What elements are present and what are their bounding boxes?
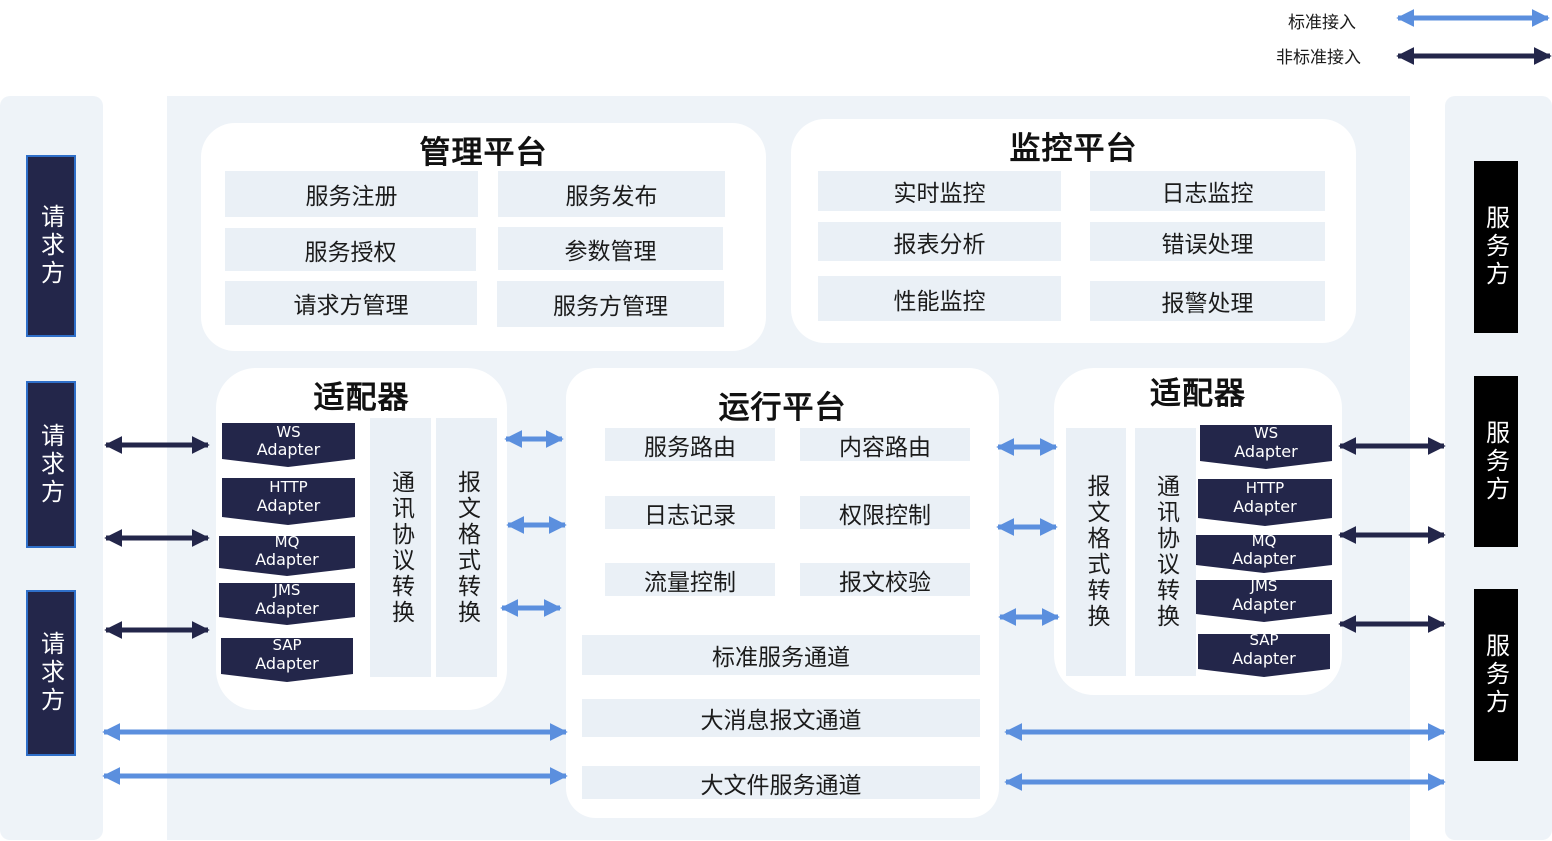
adapter-right-http[interactable]: HTTP Adapter bbox=[1198, 479, 1332, 526]
runtime-channel-large-file[interactable]: 大文件服务通道 bbox=[582, 766, 980, 799]
management-platform-title: 管理平台 bbox=[419, 135, 548, 171]
adapter-right-jms-line2: Adapter bbox=[1232, 595, 1296, 614]
monitoring-item-performance[interactable]: 性能监控 bbox=[818, 276, 1061, 321]
management-item-requesters[interactable]: 请求方管理 bbox=[225, 281, 477, 325]
adapter-left-sap-line2: Adapter bbox=[255, 654, 319, 673]
adapter-left-protocol-conversion[interactable]: 通讯协议转换 bbox=[370, 418, 431, 677]
adapter-left-mq-line2: Adapter bbox=[255, 550, 319, 569]
provider-box-3[interactable]: 服务方 bbox=[1474, 589, 1518, 761]
adapter-left-format-conversion[interactable]: 报文格式转换 bbox=[436, 418, 497, 677]
management-item-params[interactable]: 参数管理 bbox=[498, 227, 723, 270]
adapter-left-http[interactable]: HTTP Adapter bbox=[222, 478, 355, 525]
adapter-right-mq-line2: Adapter bbox=[1232, 549, 1296, 568]
adapter-left-sap[interactable]: SAP Adapter bbox=[221, 636, 353, 682]
adapter-left-ws[interactable]: WS Adapter bbox=[222, 423, 355, 467]
monitoring-item-report[interactable]: 报表分析 bbox=[818, 222, 1061, 261]
adapter-right-http-line2: Adapter bbox=[1233, 497, 1297, 516]
runtime-item-service-routing[interactable]: 服务路由 bbox=[605, 428, 775, 461]
adapter-right-sap[interactable]: SAP Adapter bbox=[1198, 631, 1330, 677]
runtime-channel-large-message[interactable]: 大消息报文通道 bbox=[582, 699, 980, 737]
management-item-register[interactable]: 服务注册 bbox=[225, 171, 478, 217]
monitoring-item-realtime[interactable]: 实时监控 bbox=[818, 171, 1061, 211]
adapter-left-http-line2: Adapter bbox=[256, 496, 321, 515]
adapter-right-sap-line2: Adapter bbox=[1232, 649, 1296, 668]
monitoring-item-alarm[interactable]: 报警处理 bbox=[1090, 281, 1325, 321]
provider-box-1[interactable]: 服务方 bbox=[1474, 161, 1518, 333]
adapter-right-mq-line1: MQ bbox=[1251, 532, 1277, 550]
adapter-right-jms[interactable]: JMS Adapter bbox=[1196, 577, 1332, 622]
runtime-platform-title: 运行平台 bbox=[718, 390, 847, 426]
runtime-item-logging[interactable]: 日志记录 bbox=[605, 496, 775, 529]
adapter-left-jms[interactable]: JMS Adapter bbox=[219, 581, 355, 625]
adapter-right-protocol-conversion[interactable]: 通讯协议转换 bbox=[1135, 428, 1196, 676]
adapter-right-ws-line1: WS bbox=[1253, 424, 1279, 442]
runtime-item-permission[interactable]: 权限控制 bbox=[800, 496, 970, 529]
monitoring-item-error[interactable]: 错误处理 bbox=[1090, 222, 1325, 261]
adapter-left-jms-line2: Adapter bbox=[255, 599, 319, 618]
legend-standard-label: 标准接入 bbox=[1288, 13, 1356, 33]
adapter-right-ws-line2: Adapter bbox=[1234, 442, 1298, 461]
monitoring-item-log[interactable]: 日志监控 bbox=[1090, 171, 1325, 211]
legend-non-standard-label: 非标准接入 bbox=[1276, 48, 1361, 68]
adapter-left-sap-line1: SAP bbox=[272, 636, 302, 654]
requester-box-2[interactable]: 请求方 bbox=[26, 381, 76, 548]
runtime-channel-standard[interactable]: 标准服务通道 bbox=[582, 635, 980, 675]
adapter-left-mq[interactable]: MQ Adapter bbox=[219, 533, 355, 576]
adapter-left-jms-line1: JMS bbox=[273, 581, 301, 599]
adapter-left-mq-line1: MQ bbox=[274, 533, 300, 551]
management-item-providers[interactable]: 服务方管理 bbox=[497, 281, 724, 327]
adapter-left-ws-line2: Adapter bbox=[256, 440, 321, 459]
adapter-right-sap-line1: SAP bbox=[1249, 631, 1279, 649]
runtime-item-flow-control[interactable]: 流量控制 bbox=[605, 563, 775, 596]
adapter-left-title: 适配器 bbox=[313, 380, 410, 416]
adapter-right-mq[interactable]: MQ Adapter bbox=[1196, 532, 1332, 573]
runtime-item-message-validation[interactable]: 报文校验 bbox=[800, 563, 970, 596]
adapter-right-title: 适配器 bbox=[1150, 376, 1246, 412]
provider-box-2[interactable]: 服务方 bbox=[1474, 376, 1518, 547]
runtime-item-content-routing[interactable]: 内容路由 bbox=[800, 428, 970, 461]
adapter-left-http-line1: HTTP bbox=[269, 478, 308, 496]
management-item-publish[interactable]: 服务发布 bbox=[498, 171, 725, 217]
monitoring-platform-title: 监控平台 bbox=[1009, 131, 1138, 167]
adapter-right-format-conversion[interactable]: 报文格式转换 bbox=[1066, 428, 1126, 676]
adapter-right-jms-line1: JMS bbox=[1250, 577, 1278, 595]
management-item-authorize[interactable]: 服务授权 bbox=[225, 228, 476, 271]
adapter-left-ws-line1: WS bbox=[276, 423, 301, 441]
requester-box-3[interactable]: 请求方 bbox=[26, 590, 76, 756]
requester-box-1[interactable]: 请求方 bbox=[26, 155, 76, 337]
adapter-right-ws[interactable]: WS Adapter bbox=[1200, 424, 1332, 469]
adapter-right-http-line1: HTTP bbox=[1245, 479, 1285, 497]
